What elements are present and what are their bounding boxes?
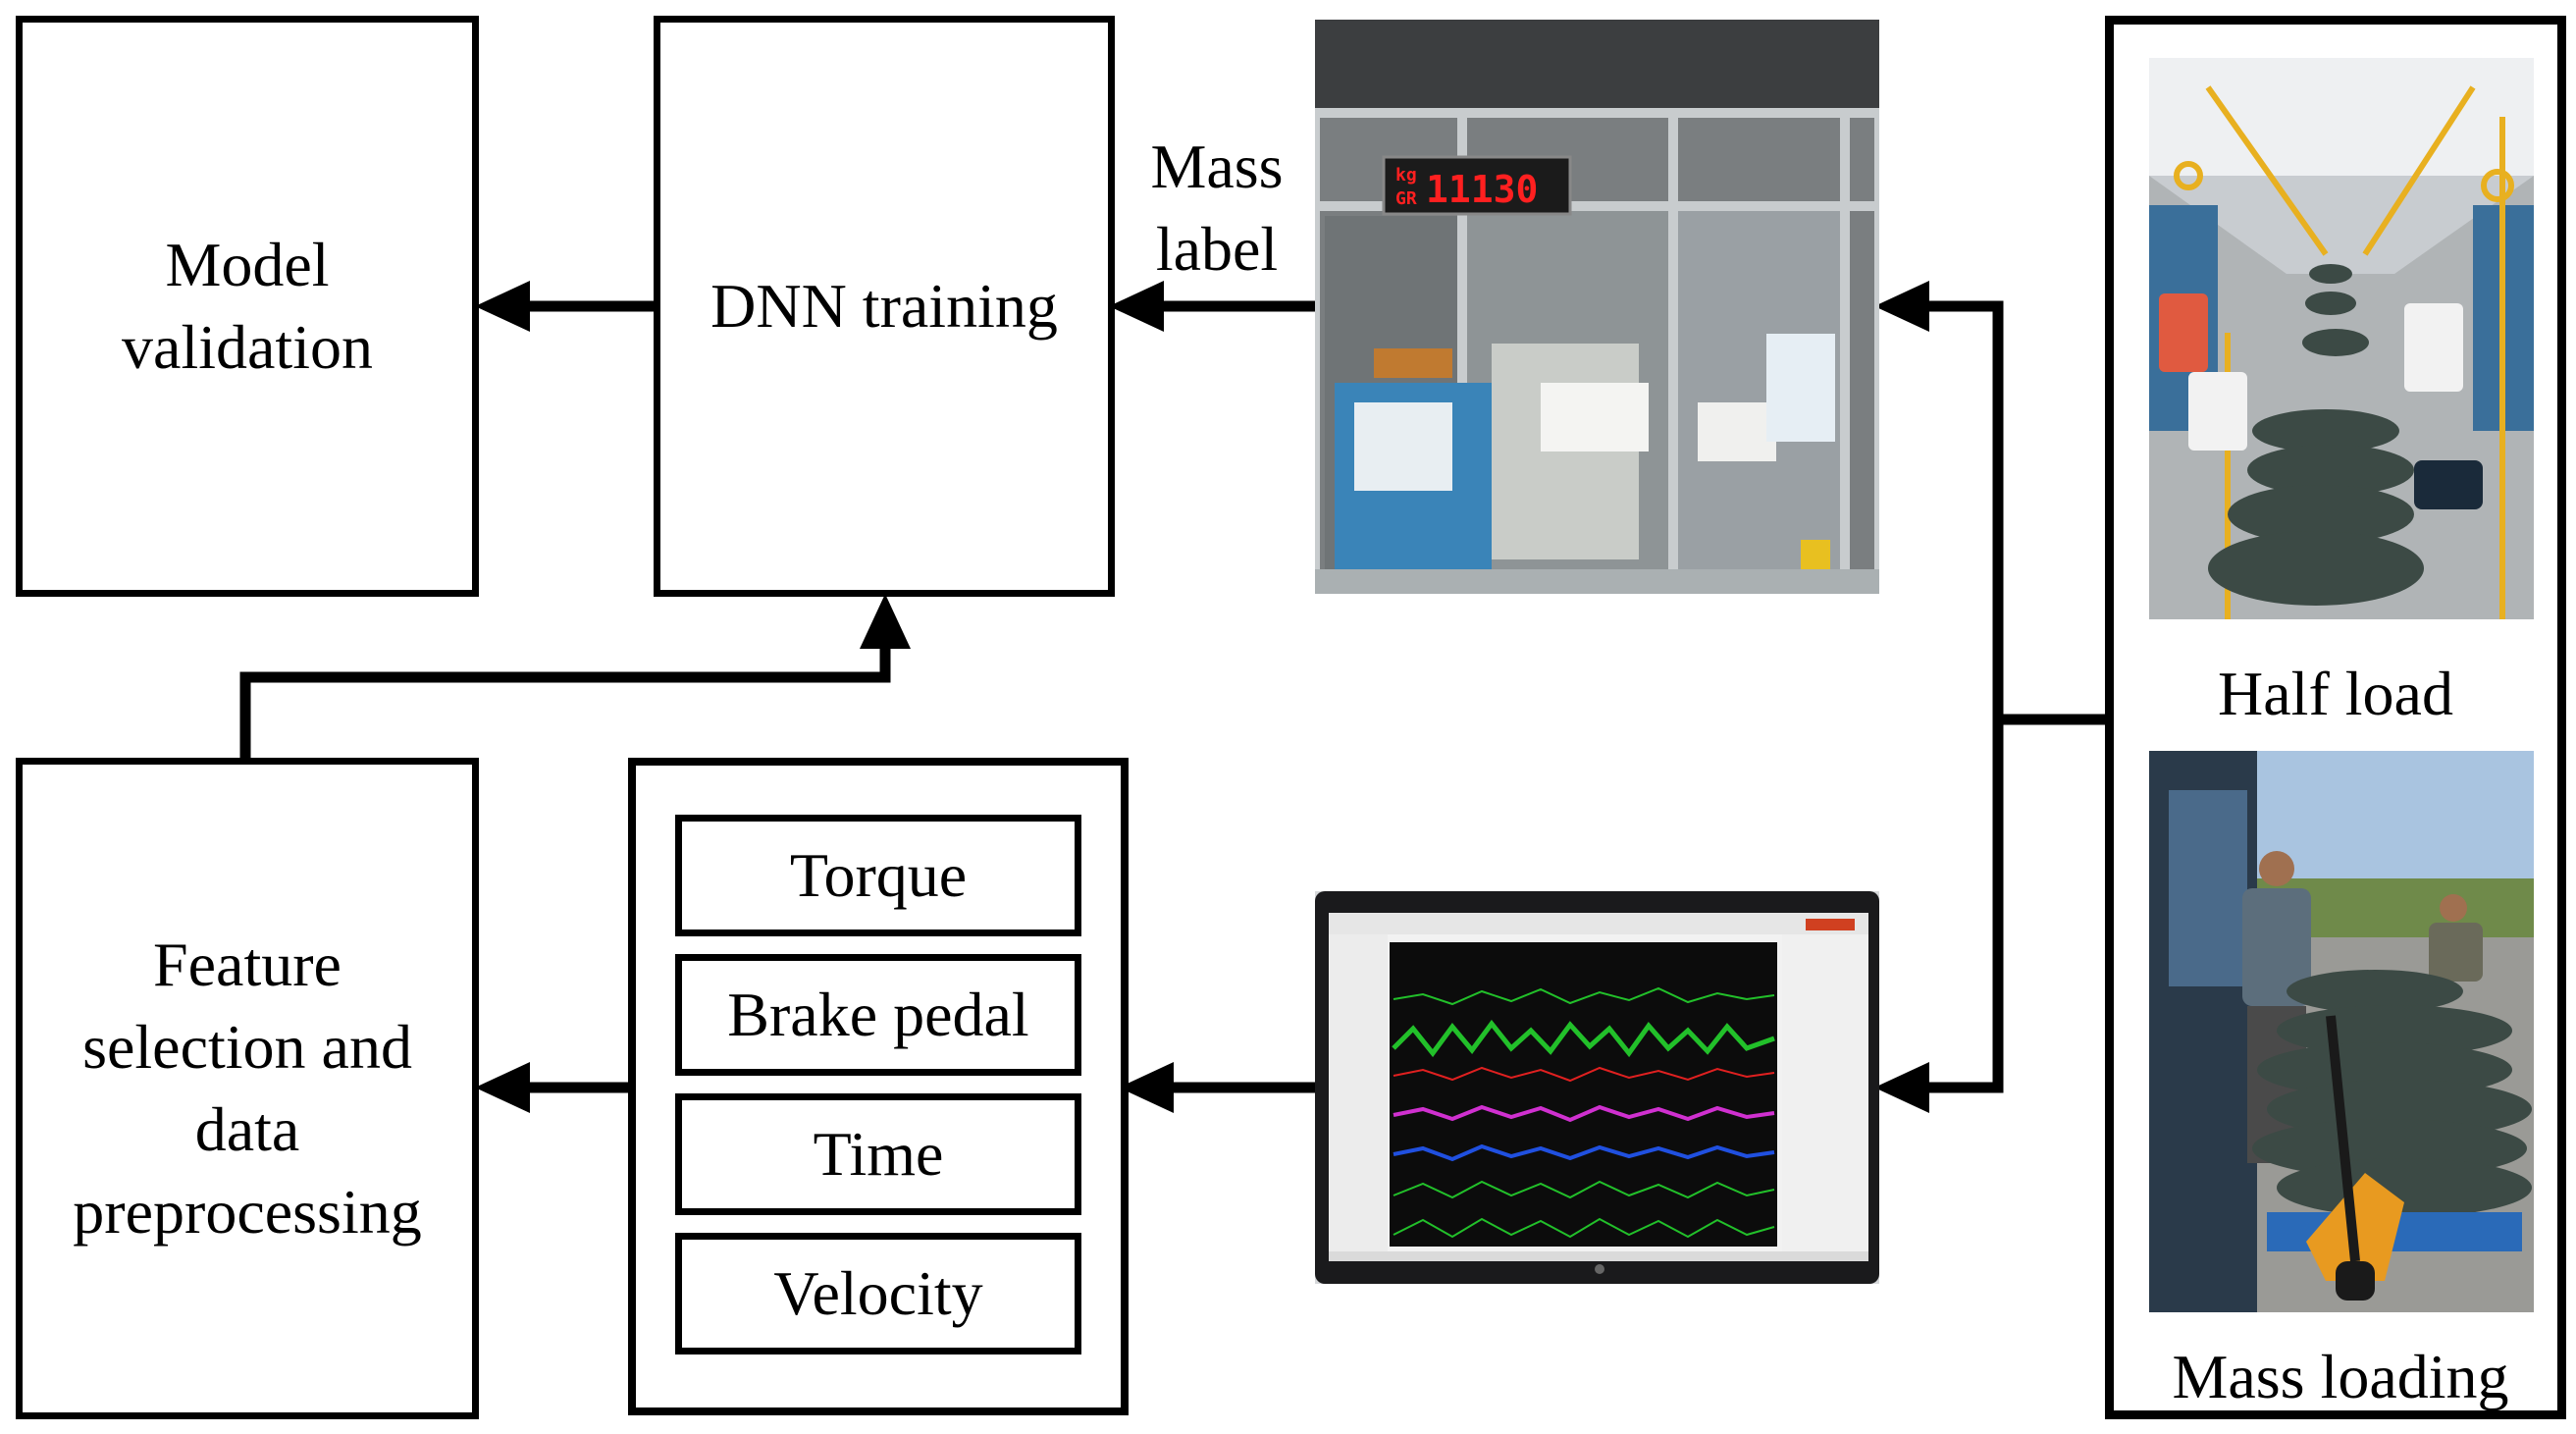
bus-interior-sandbags-photo [2149, 58, 2534, 619]
weighbridge-station-photo: kg GR 11130 [1315, 20, 1879, 594]
laptop-data-acquisition-photo [1315, 891, 1879, 1284]
signal-torque-label: Torque [789, 840, 968, 910]
signal-brake-pedal: Brake pedal [675, 954, 1081, 1076]
signals-group-box: Torque Brake pedal Time Velocity [628, 758, 1129, 1415]
scale-unit-top: kg [1395, 165, 1417, 186]
signal-time-label: Time [813, 1119, 944, 1189]
arrow-feature-to-dnn [239, 648, 891, 758]
feature-selection-box: Feature selection and data preprocessing [16, 758, 479, 1419]
mass-loading-label: Mass loading [2172, 1342, 2509, 1411]
dnn-training-label: DNN training [710, 271, 1058, 341]
signal-torque: Torque [675, 815, 1081, 936]
workers-loading-sandbags-photo [2149, 751, 2534, 1312]
signal-time: Time [675, 1093, 1081, 1215]
mass-loading-panel: Half load [2105, 16, 2566, 1419]
arrowhead-validation [475, 281, 530, 332]
feature-selection-label: Feature selection and data preprocessing [73, 929, 422, 1247]
mass-label-text: Mass label [1150, 132, 1284, 284]
scale-unit-bottom: GR [1395, 188, 1417, 209]
arrowhead-dnn [1109, 281, 1164, 332]
arrowhead-dnn-bottom [860, 594, 911, 649]
arrowhead-laptop [1874, 1062, 1929, 1113]
scale-reading: 11130 [1426, 168, 1538, 211]
arrowhead-weighbridge [1874, 281, 1929, 332]
dnn-training-box: DNN training [654, 16, 1115, 597]
connector-split-to-weighbridge [1928, 300, 2004, 719]
connector-split-to-laptop [1928, 719, 2004, 1093]
arrowhead-signals [1119, 1062, 1174, 1113]
signal-velocity-label: Velocity [773, 1258, 983, 1328]
model-validation-label: Model validation [122, 230, 373, 382]
signal-brake-pedal-label: Brake pedal [727, 980, 1029, 1049]
model-validation-box: Model validation [16, 16, 479, 597]
arrowhead-feature [475, 1062, 530, 1113]
signal-velocity: Velocity [675, 1233, 1081, 1354]
half-load-label: Half load [2218, 659, 2453, 728]
